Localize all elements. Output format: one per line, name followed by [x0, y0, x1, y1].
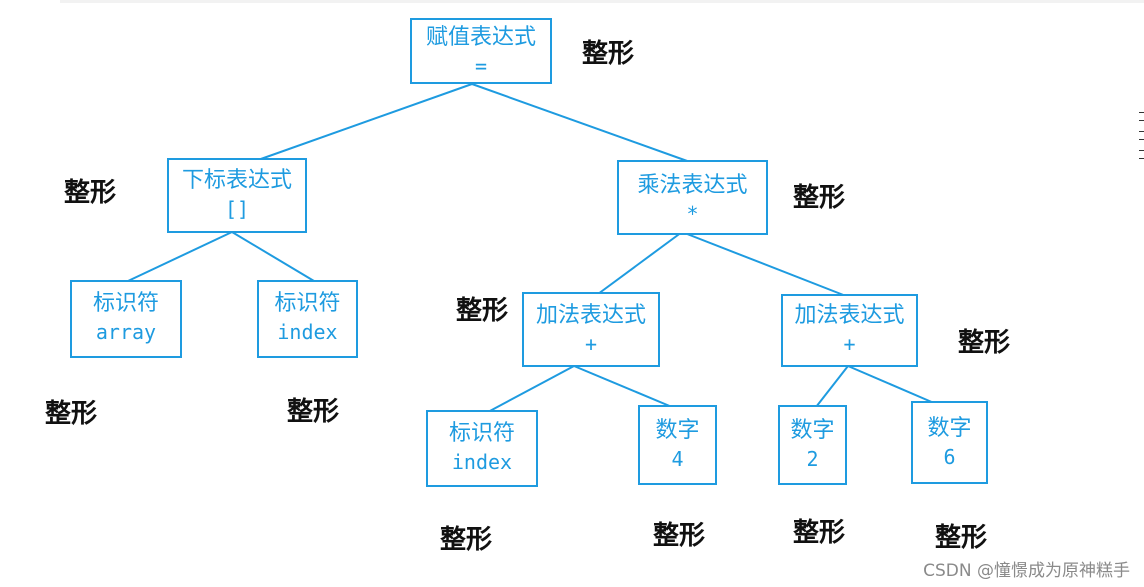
node-label: 加法表达式: [535, 303, 646, 328]
top-border-strip: [60, 0, 1144, 3]
node-label: 下标表达式: [181, 168, 292, 193]
edge-mark: [1139, 131, 1144, 140]
node-value: =: [474, 54, 488, 78]
watermark: CSDN @憧憬成为原神糕手: [923, 561, 1130, 581]
node-label: 数字: [790, 418, 835, 443]
node-assignment-expression: 赋值表达式 =: [410, 18, 552, 84]
node-value: 6: [943, 445, 956, 469]
node-label: 标识符: [92, 291, 159, 316]
edge-subscript-index: [231, 231, 315, 282]
edge-mark: [1139, 150, 1144, 159]
node-number-2: 数字 2: [778, 405, 847, 485]
node-label: 数字: [655, 418, 700, 443]
type-label-number-2: 整形: [793, 518, 846, 548]
node-label: 标识符: [274, 291, 341, 316]
node-identifier-index-2: 标识符 index: [426, 410, 538, 487]
node-identifier-index: 标识符 index: [257, 280, 358, 358]
node-identifier-array: 标识符 array: [70, 280, 182, 358]
node-label: 数字: [927, 416, 972, 441]
node-value: index: [451, 450, 513, 474]
type-label-multiply: 整形: [793, 183, 846, 213]
node-label: 标识符: [448, 421, 515, 446]
type-label-add-left: 整形: [456, 296, 509, 326]
type-label-identifier-index-2: 整形: [440, 525, 493, 555]
node-value: index: [277, 320, 338, 344]
node-value: 2: [806, 447, 819, 471]
node-value: []: [224, 197, 250, 221]
node-label: 乘法表达式: [637, 173, 748, 198]
node-value: *: [686, 202, 699, 226]
edge-addleft-num4: [573, 365, 673, 408]
edge-subscript-array: [127, 231, 233, 282]
type-label-number-6: 整形: [935, 523, 988, 553]
node-subscript-expression: 下标表达式 []: [167, 158, 307, 233]
edge-addright-num2: [815, 365, 849, 408]
edge-multiply-addright: [681, 231, 847, 297]
type-label-subscript: 整形: [64, 178, 117, 208]
node-value: 4: [671, 447, 684, 471]
node-number-4: 数字 4: [638, 405, 717, 485]
node-value: +: [584, 332, 598, 356]
edge-addright-num6: [847, 365, 935, 404]
type-label-assign: 整形: [582, 39, 635, 69]
type-label-add-right: 整形: [958, 328, 1011, 358]
node-value: array: [95, 320, 157, 344]
type-label-identifier-array: 整形: [45, 399, 98, 429]
node-label: 加法表达式: [794, 303, 905, 328]
edge-assign-multiply: [471, 83, 691, 163]
node-label: 赋值表达式: [425, 25, 536, 50]
type-label-identifier-index: 整形: [287, 397, 340, 427]
edge-addleft-index2: [487, 365, 575, 413]
edge-mark: [1139, 112, 1144, 121]
node-number-6: 数字 6: [911, 401, 988, 484]
node-add-expression-right: 加法表达式 +: [781, 294, 918, 367]
node-add-expression-left: 加法表达式 +: [522, 292, 660, 367]
edge-multiply-addleft: [597, 231, 683, 295]
node-multiply-expression: 乘法表达式 *: [617, 160, 768, 235]
node-value: +: [843, 332, 856, 356]
edge-assign-subscript: [257, 83, 473, 161]
type-label-number-4: 整形: [653, 521, 706, 551]
